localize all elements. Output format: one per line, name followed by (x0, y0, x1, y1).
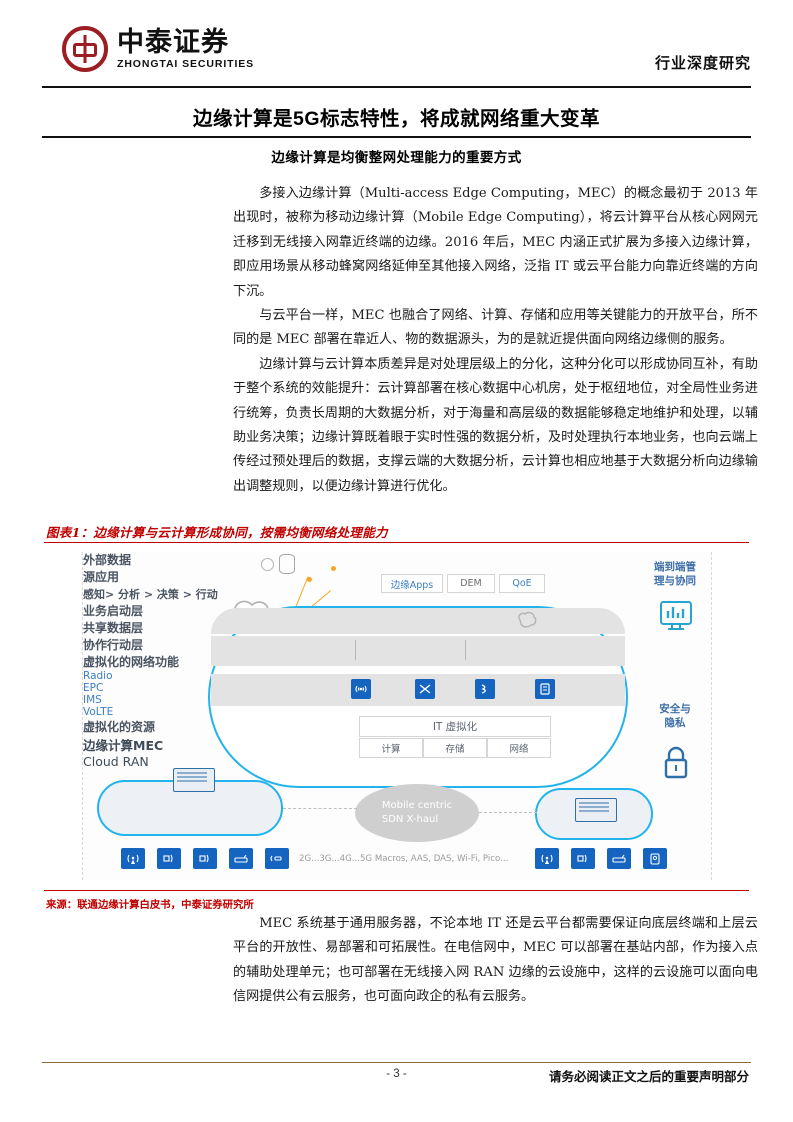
figure-1-diagram: 外部数据 源应用 边缘Apps DEM QoE 感知> (44, 548, 749, 886)
vnf-item-radio: Radio (83, 670, 113, 682)
sdn-xhaul-oval: Mobile centric SDN X-haul (355, 784, 479, 842)
resource-compute: 计算 (359, 738, 423, 758)
layer-divider (355, 640, 356, 660)
monitor-chart-icon (660, 601, 692, 630)
figure-caption: 图表1：边缘计算与云计算形成协同，按需均衡网络处理能力 (46, 525, 388, 540)
header-divider (42, 86, 751, 88)
ims-icon (475, 679, 495, 699)
chip-dem: DEM (447, 574, 495, 593)
connector-dot (307, 577, 312, 582)
layer-divider (465, 640, 466, 660)
antenna-icon (121, 848, 145, 869)
paragraph-text: 多接入边缘计算（Multi-access Edge Computing，MEC）… (233, 186, 758, 299)
layer-band (211, 636, 625, 666)
paragraph-text: MEC 系统基于通用服务器，不论本地 IT 还是云平台都需要保证向底层终端和上层… (233, 916, 758, 1005)
page-title: 边缘计算是5G标志特性，将成就网络重大变革 (0, 102, 793, 131)
page-number: - 3 - (386, 1068, 407, 1080)
lock-icon (664, 746, 688, 779)
vnf-label: 虚拟化的网络功能 (83, 655, 180, 669)
figure-bottom-rule (44, 890, 749, 892)
chip-qoe: QoE (499, 574, 545, 593)
connector-dot (331, 566, 336, 571)
logo-chinese-name: 中泰证券 (117, 26, 229, 58)
paragraph: 与云平台一样，MEC 也融合了网络、计算、存储和应用等关键能力的开放平台，所不同… (233, 304, 758, 353)
figure-top-rule (44, 542, 749, 544)
antenna-icon-right (535, 848, 559, 869)
body-text-top: 多接入边缘计算（Multi-access Edge Computing，MEC）… (233, 182, 758, 499)
page-title-5g: 5G (292, 108, 320, 130)
page-header: 中泰证券 ZHONGTAI SECURITIES 行业深度研究 (0, 0, 793, 92)
figure-canvas: 外部数据 源应用 边缘Apps DEM QoE 感知> (82, 552, 712, 880)
right-label-e2e-management: 端到端管 理与协同 (654, 561, 696, 587)
wifi-ap-icon (265, 848, 289, 869)
server-rack-icon (173, 768, 215, 792)
vnf-item-ims: IMS (83, 694, 102, 706)
vnf-item-volte: VoLTE (83, 706, 114, 718)
paragraph: MEC 系统基于通用服务器，不论本地 IT 还是云平台都需要保证向底层终端和上层… (233, 912, 758, 1010)
footer-disclaimer: 请务必阅读正文之后的重要声明部分 (548, 1069, 749, 1084)
layer-label-1: 业务启动层 (83, 604, 144, 618)
page-title-part2: 标志特性，将成就网络重大变革 (320, 107, 601, 130)
zhongtai-logo-mark (62, 26, 108, 72)
epc-icon (415, 679, 435, 699)
database-icon (279, 554, 295, 574)
volte-icon (535, 679, 555, 699)
section-subtitle: 边缘计算是均衡整网处理能力的重要方式 (271, 150, 522, 166)
radio-icon (351, 679, 371, 699)
cloud-ran-label: Cloud RAN (83, 754, 149, 769)
small-cell-icon (157, 848, 181, 869)
resource-network: 网络 (487, 738, 551, 758)
resource-storage: 存储 (423, 738, 487, 758)
paragraph-text: 边缘计算与云计算本质差异是对处理层级上的分化，这种分化可以形成协同互补，有助于整… (233, 356, 758, 494)
router-icon-right (607, 848, 631, 869)
flow-label: 感知> 分析 > 决策 > 行动 (83, 588, 218, 601)
document-type-label: 行业深度研究 (654, 54, 751, 72)
mec-node-label: 边缘计算MEC (83, 738, 164, 753)
body-text-bottom: MEC 系统基于通用服务器，不论本地 IT 还是云平台都需要保证向底层终端和上层… (233, 912, 758, 1010)
flow-band (211, 608, 625, 634)
small-cell-icon-2 (193, 848, 217, 869)
company-logo: 中泰证券 ZHONGTAI SECURITIES (62, 26, 254, 72)
external-data-label: 外部数据 源应用 (83, 553, 132, 584)
layer-label-2: 共享数据层 (83, 621, 144, 635)
router-icon (229, 848, 253, 869)
paragraph: 多接入边缘计算（Multi-access Edge Computing，MEC）… (233, 182, 758, 304)
resource-label: 虚拟化的资源 (83, 720, 156, 734)
footer-divider (42, 1062, 751, 1064)
server-rack-icon-right (575, 798, 617, 822)
paragraph-text: 与云平台一样，MEC 也融合了网络、计算、存储和应用等关键能力的开放平台，所不同… (233, 308, 758, 348)
gear-icon (261, 558, 274, 571)
mec-to-sdn-connector (283, 808, 357, 809)
vnf-item-epc: EPC (83, 682, 104, 694)
access-technologies-note: 2G...3G...4G...5G Macros, AAS, DAS, Wi-F… (299, 854, 509, 864)
paragraph: 边缘计算与云计算本质差异是对处理层级上的分化，这种分化可以形成协同互补，有助于整… (233, 353, 758, 499)
layer-label-3: 协作行动层 (83, 638, 144, 652)
right-node (535, 788, 653, 840)
page-title-part1: 边缘计算是 (192, 107, 293, 130)
brain-icon (518, 611, 537, 628)
sdn-to-right-connector (479, 812, 537, 813)
chip-edge-apps: 边缘Apps (381, 574, 443, 593)
small-cell-icon-right (571, 848, 595, 869)
it-virtualization-box: IT 虚拟化 (359, 716, 551, 737)
logo-text: 中泰证券 ZHONGTAI SECURITIES (117, 29, 254, 70)
title-underline (42, 136, 751, 138)
logo-english-name: ZHONGTAI SECURITIES (117, 57, 255, 70)
device-icon-right (643, 848, 667, 869)
right-label-security-privacy: 安全与 隐私 (659, 703, 691, 729)
figure-source: 来源：联通边缘计算白皮书，中泰证券研究所 (46, 899, 254, 911)
